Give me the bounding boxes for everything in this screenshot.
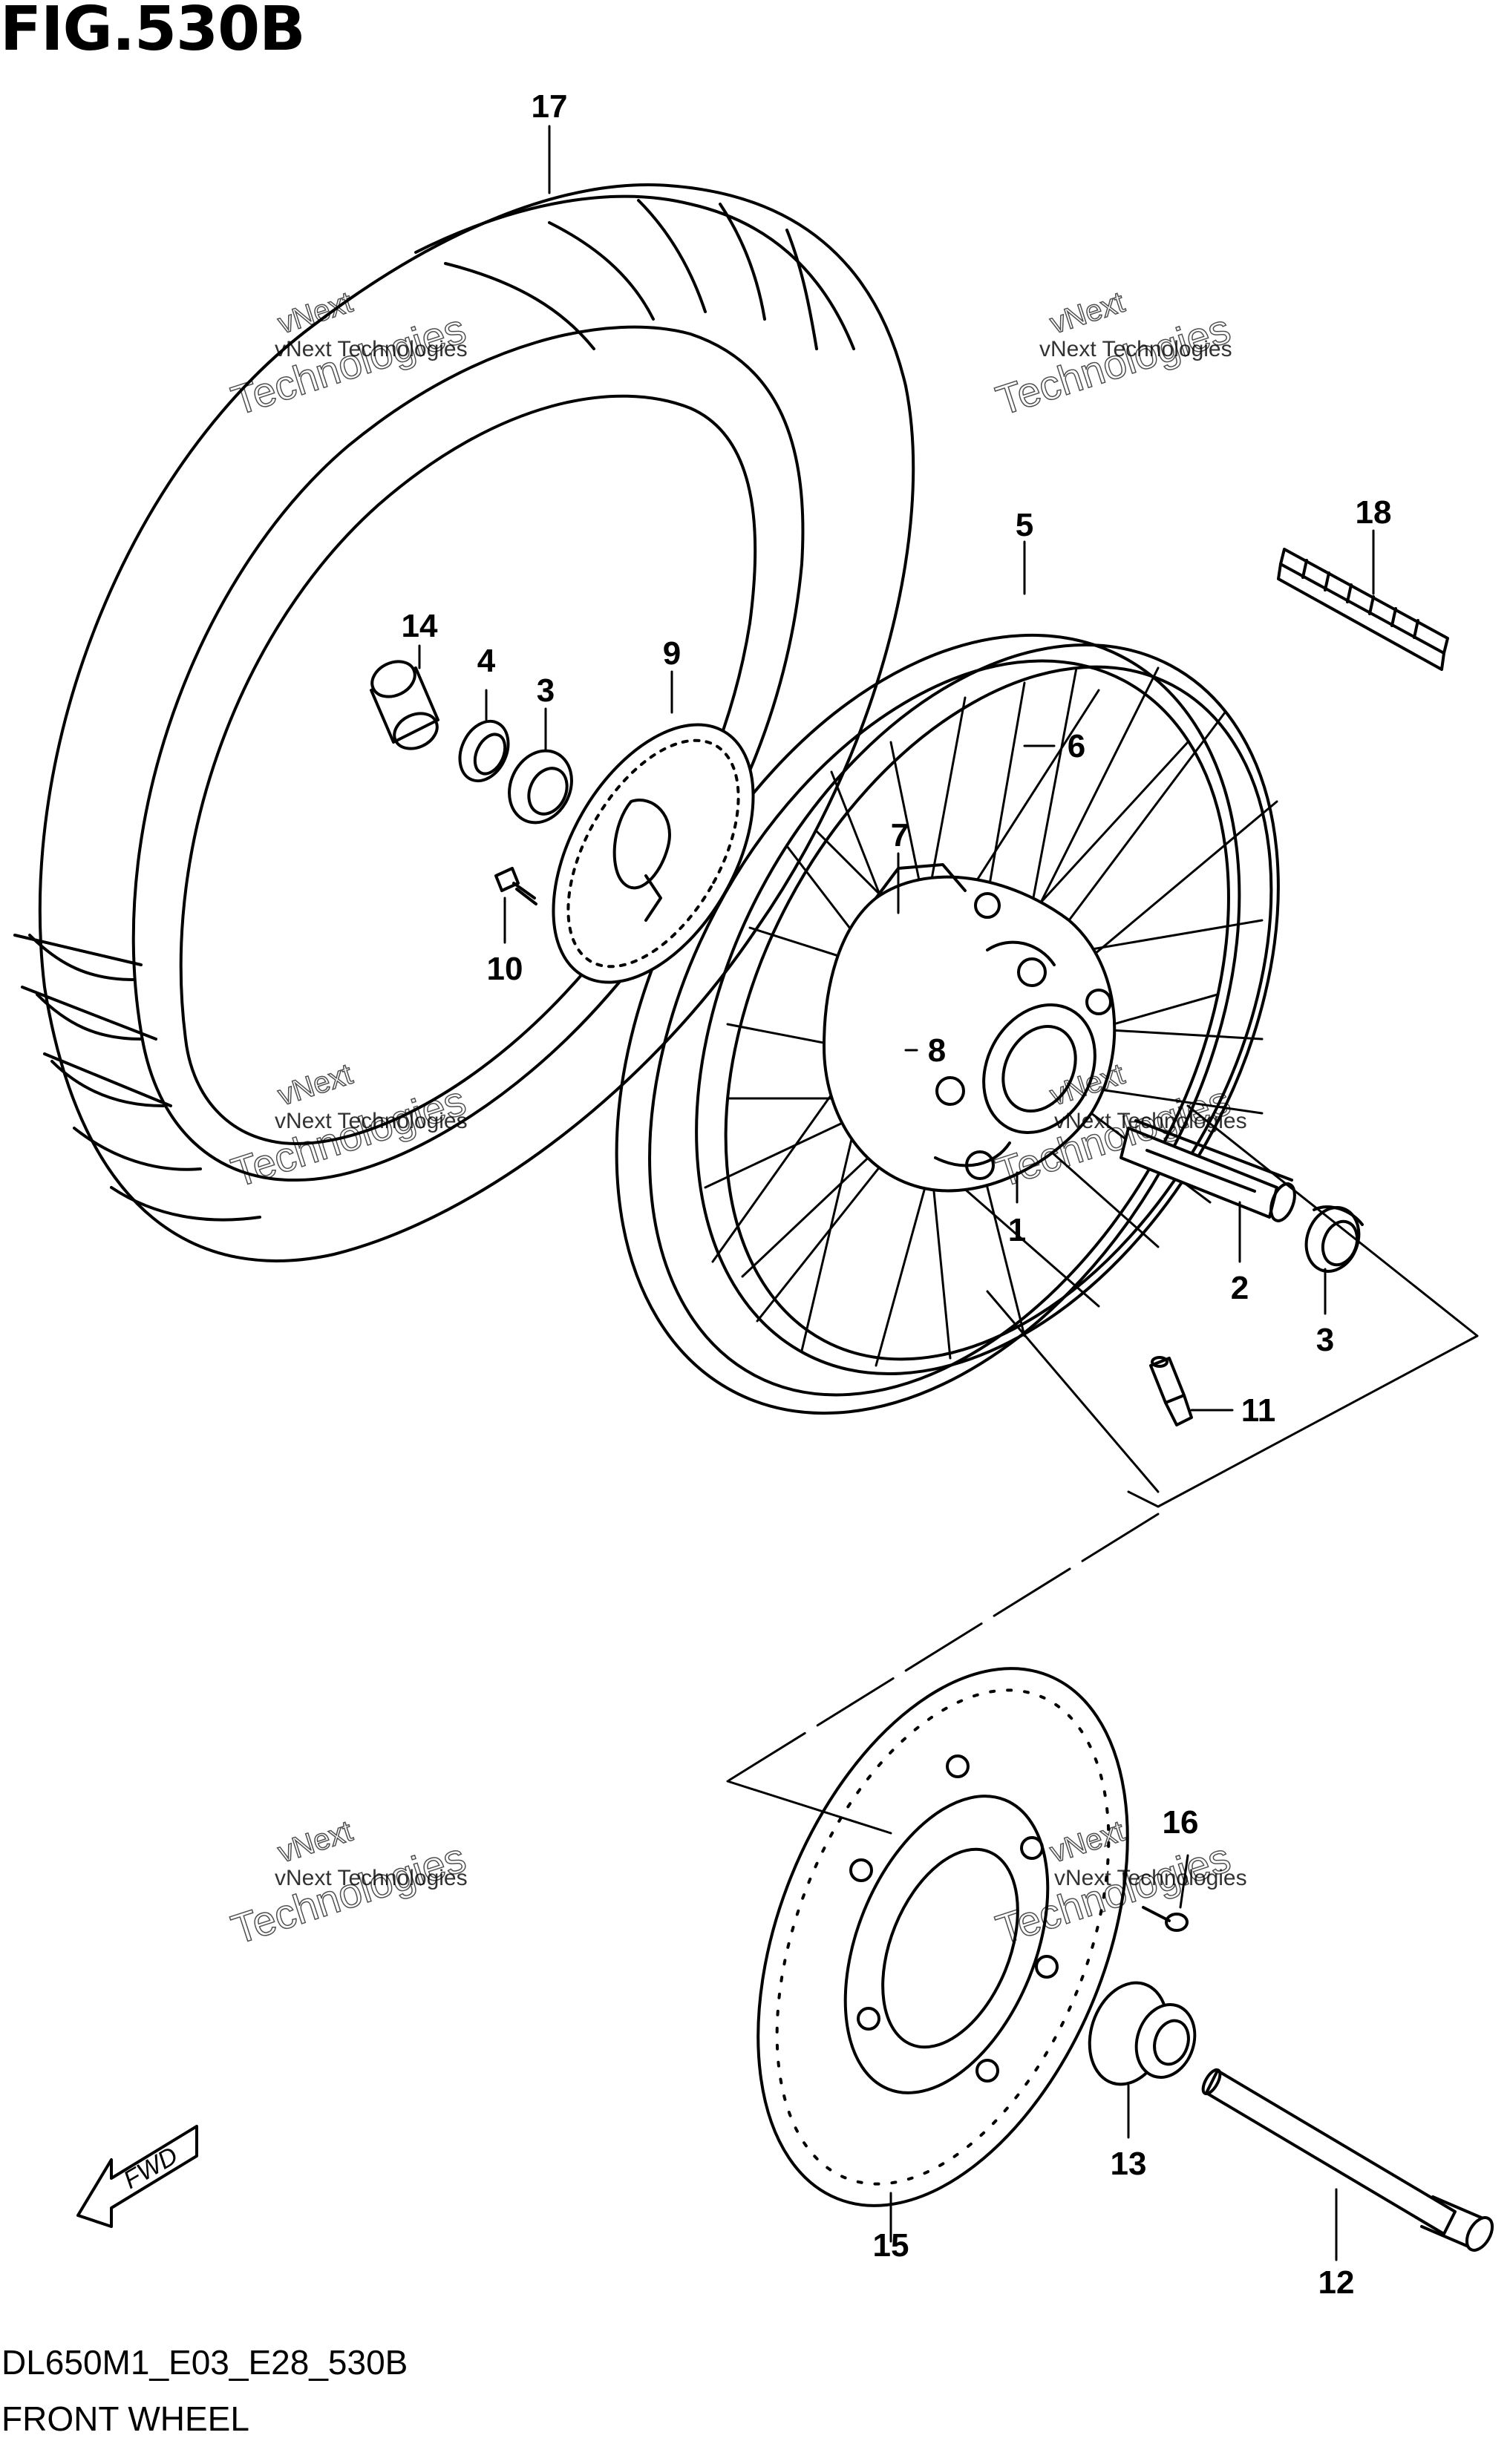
callout-16: 16 (1163, 1804, 1199, 1841)
callout-17: 17 (532, 88, 568, 125)
watermark-text: vNext Technologies (275, 337, 468, 361)
callout-14: 14 (402, 608, 438, 644)
front-axle (1201, 2068, 1494, 2252)
fwd-label: FWD (119, 2141, 183, 2195)
leader-lines (418, 125, 1479, 2261)
balance-weight (1277, 548, 1449, 671)
callout-11: 11 (1241, 1392, 1276, 1429)
axle-collar (1088, 1981, 1197, 2086)
oil-seal (458, 719, 510, 783)
callout-10: 10 (487, 951, 523, 987)
callout-1: 1 (1008, 1212, 1026, 1248)
tire (13, 183, 915, 1262)
watermark-text: vNext (274, 286, 356, 340)
watermark-text: vNext (1046, 286, 1128, 340)
watermark-text: vNext (274, 1815, 356, 1869)
watermark-text: vNext Technologies (275, 1866, 468, 1890)
watermark-text: vNext Technologies (1054, 1866, 1247, 1890)
watermark-text: vNext Technologies (1054, 1109, 1247, 1133)
wheel-bearing-left (508, 749, 573, 825)
figure-title: FIG.530B (0, 0, 306, 65)
collar-spacer (370, 660, 439, 750)
watermark-text: vNext Technologies (275, 1109, 468, 1133)
callout-3b: 3 (1316, 1322, 1334, 1358)
callout-4: 4 (477, 643, 496, 679)
callout-7: 7 (891, 817, 909, 853)
callout-2: 2 (1231, 1270, 1249, 1306)
axle-spacer (1120, 1119, 1296, 1222)
figure-caption: FRONT WHEEL (1, 2399, 249, 2438)
rotor-bolt (494, 867, 537, 905)
watermark-text: vNext (274, 1058, 356, 1112)
watermarks: vNext Technologies vNext Technologies vN… (275, 337, 1247, 1890)
callout-13: 13 (1111, 2146, 1147, 2182)
watermark-text: Technologies (226, 1833, 471, 1953)
callout-8: 8 (928, 1032, 946, 1069)
callout-12: 12 (1318, 2264, 1355, 2301)
callout-15: 15 (873, 2227, 909, 2264)
callout-5: 5 (1016, 507, 1033, 543)
wheel-bearing-right (1304, 1205, 1364, 1273)
watermark-text: Technologies (226, 1076, 471, 1196)
wheel-hub (823, 863, 1117, 1193)
tire-valve (1149, 1356, 1193, 1426)
callout-18: 18 (1356, 494, 1392, 531)
disc-bolt (1142, 1906, 1189, 1932)
watermark-text: Technologies (226, 304, 471, 424)
forward-arrow-icon (76, 2125, 198, 2228)
watermark-text: Technologies (990, 304, 1235, 424)
callout-labels: 17 18 5 14 4 3 9 6 7 10 8 1 2 3 11 16 13… (402, 88, 1392, 2301)
sensor-rotor (552, 723, 755, 984)
watermark-text: vNext Technologies (1039, 337, 1232, 361)
brake-disc (756, 1667, 1129, 2207)
callout-6: 6 (1068, 728, 1085, 764)
callout-3: 3 (537, 672, 555, 709)
figure-code: DL650M1_E03_E28_530B (1, 2343, 408, 2382)
callout-9: 9 (663, 635, 681, 672)
